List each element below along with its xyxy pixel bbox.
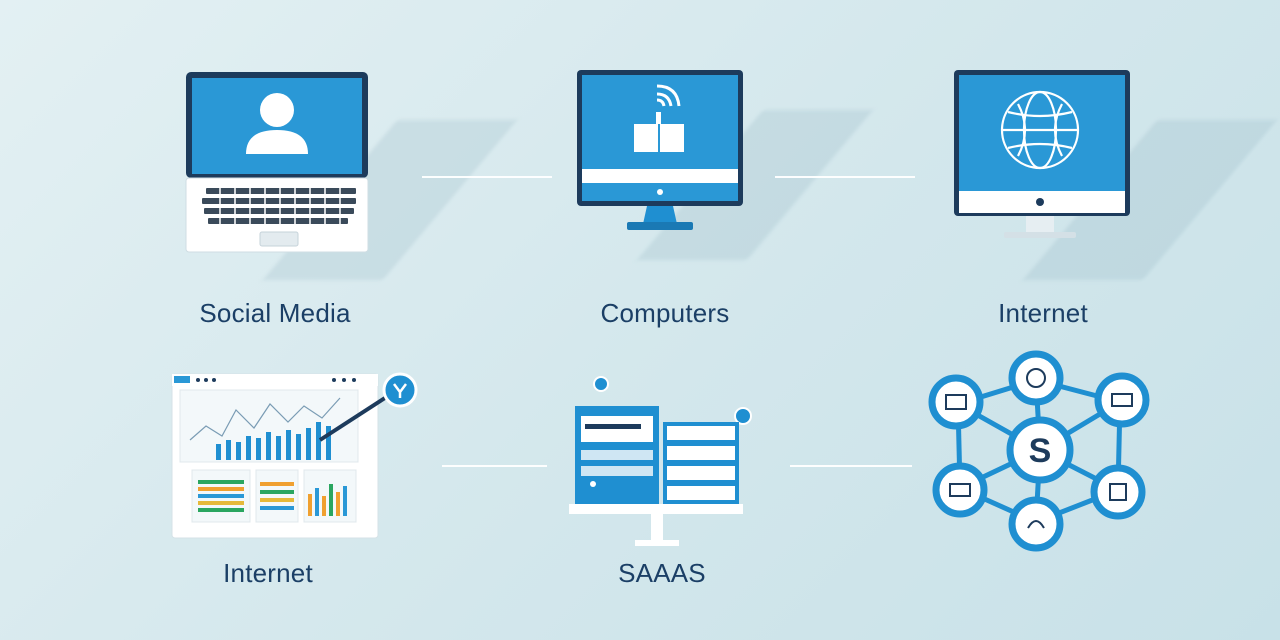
connector-line bbox=[422, 176, 552, 178]
connector-line bbox=[442, 465, 547, 467]
connector-line bbox=[790, 465, 912, 467]
label-social-media: Social Media bbox=[199, 298, 351, 328]
network-hub-icon: S bbox=[928, 350, 1150, 552]
laptop-user-icon bbox=[185, 72, 369, 253]
label-saaas: SAAAS bbox=[618, 558, 706, 588]
dashboard-chart-icon bbox=[171, 372, 418, 539]
hub-center-letter: S bbox=[1029, 432, 1052, 470]
label-computers: Computers bbox=[600, 298, 730, 328]
desktop-wifi-icon bbox=[577, 70, 743, 230]
label-internet-top: Internet bbox=[998, 298, 1088, 328]
label-internet-bottom: Internet bbox=[223, 558, 313, 588]
monitor-globe-icon bbox=[954, 70, 1130, 238]
connector-line bbox=[775, 176, 915, 178]
server-stack-icon bbox=[569, 376, 752, 546]
